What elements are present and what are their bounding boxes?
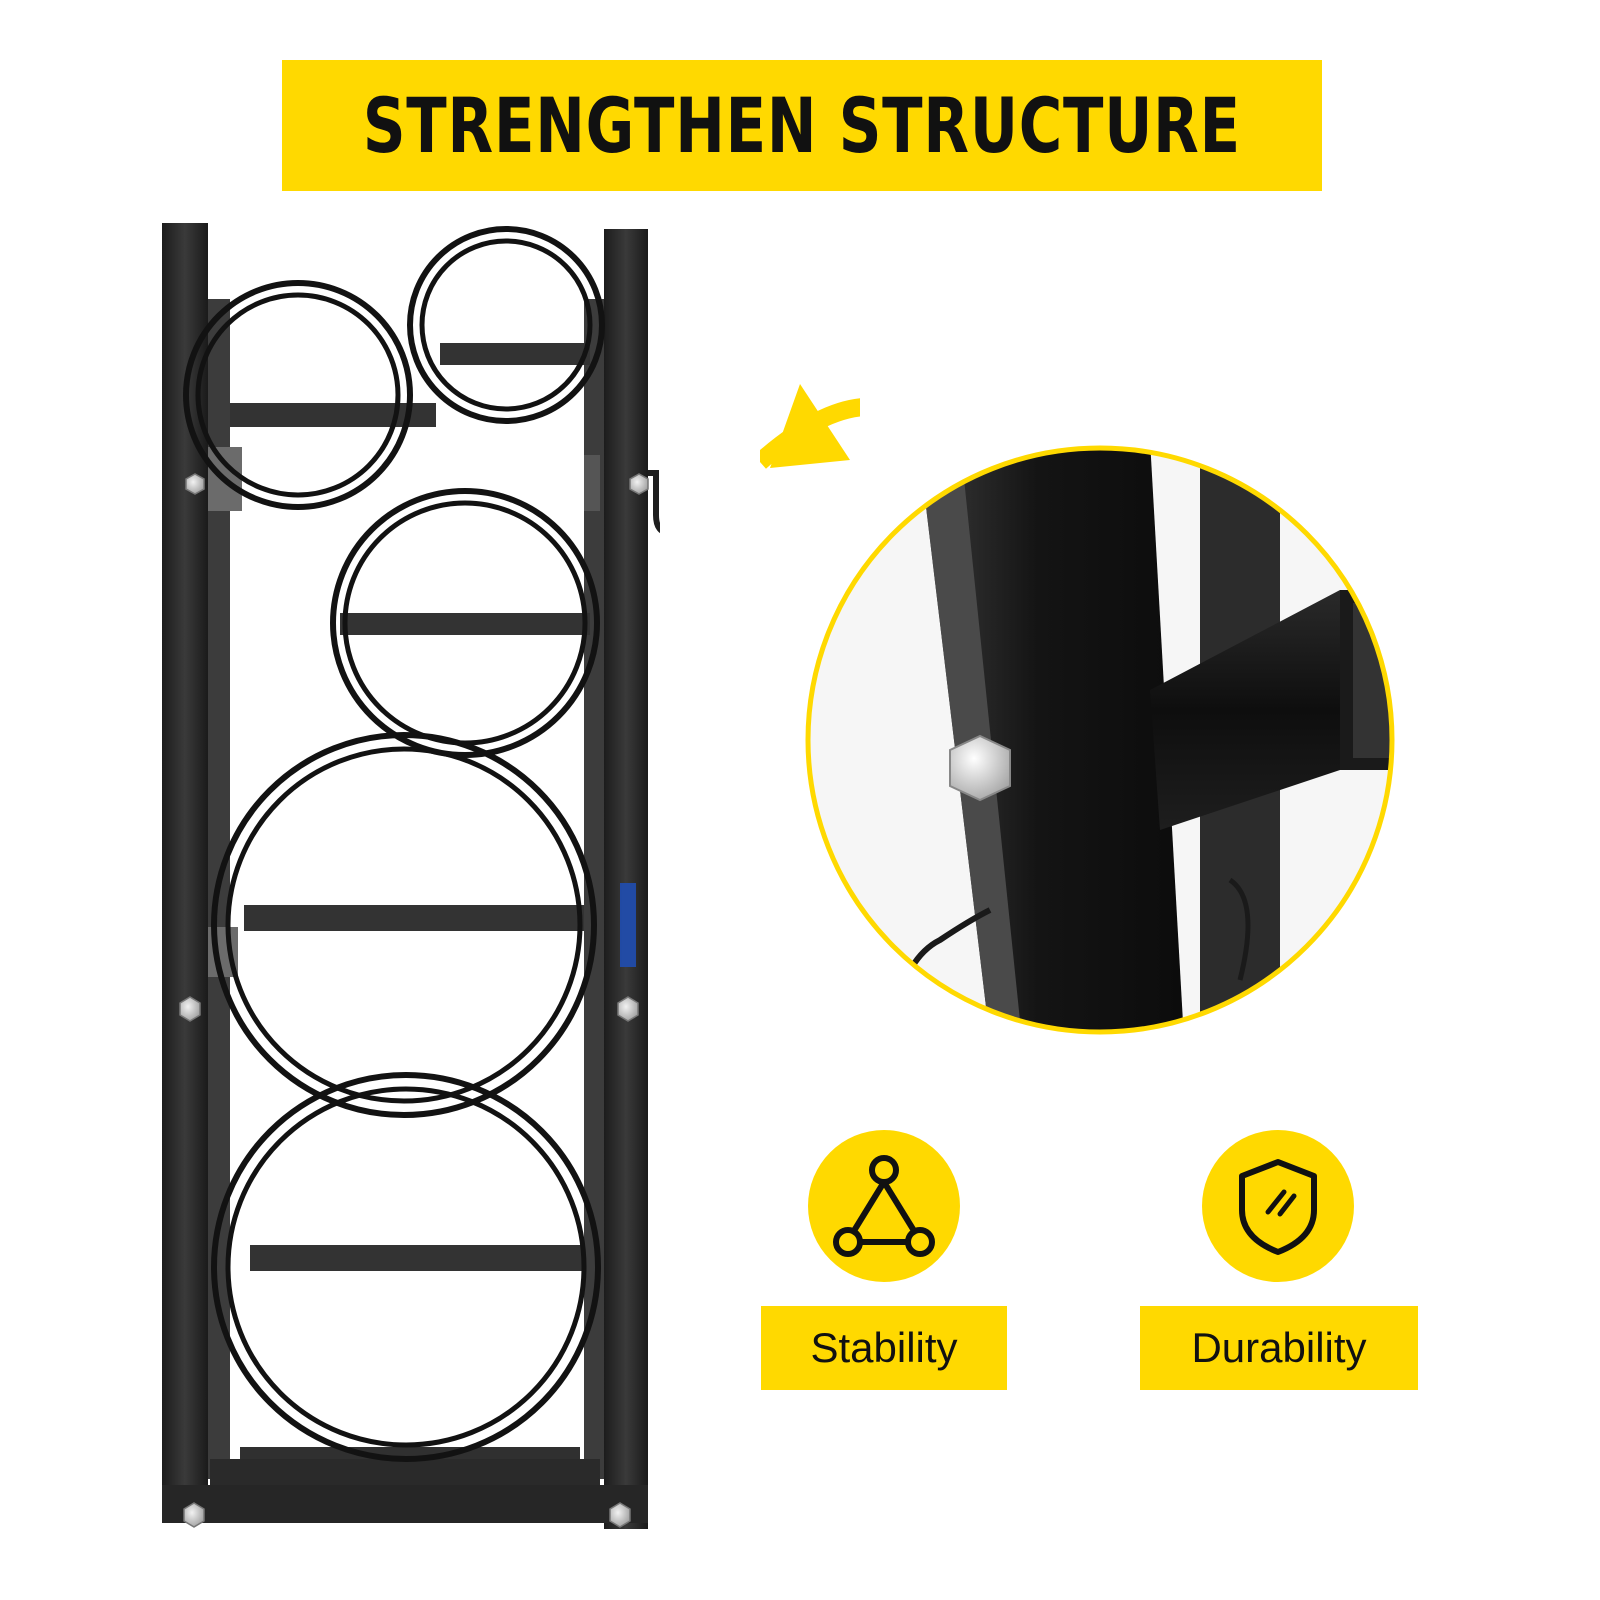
- curved-arrow-icon: [760, 384, 860, 469]
- title-banner: STRENGTHEN STRUCTURE: [282, 60, 1322, 191]
- stability-label: Stability: [761, 1306, 1007, 1390]
- durability-icon-circle: [1202, 1130, 1354, 1282]
- stability-icon-circle: [808, 1130, 960, 1282]
- durability-label: Durability: [1140, 1306, 1418, 1390]
- page-title: STRENGTHEN STRUCTURE: [362, 81, 1242, 170]
- cylinder-rack-image: [162, 223, 660, 1529]
- triangle-nodes-icon: [833, 1155, 935, 1257]
- joint-detail-zoom: [805, 445, 1395, 1035]
- shield-icon: [1239, 1159, 1317, 1255]
